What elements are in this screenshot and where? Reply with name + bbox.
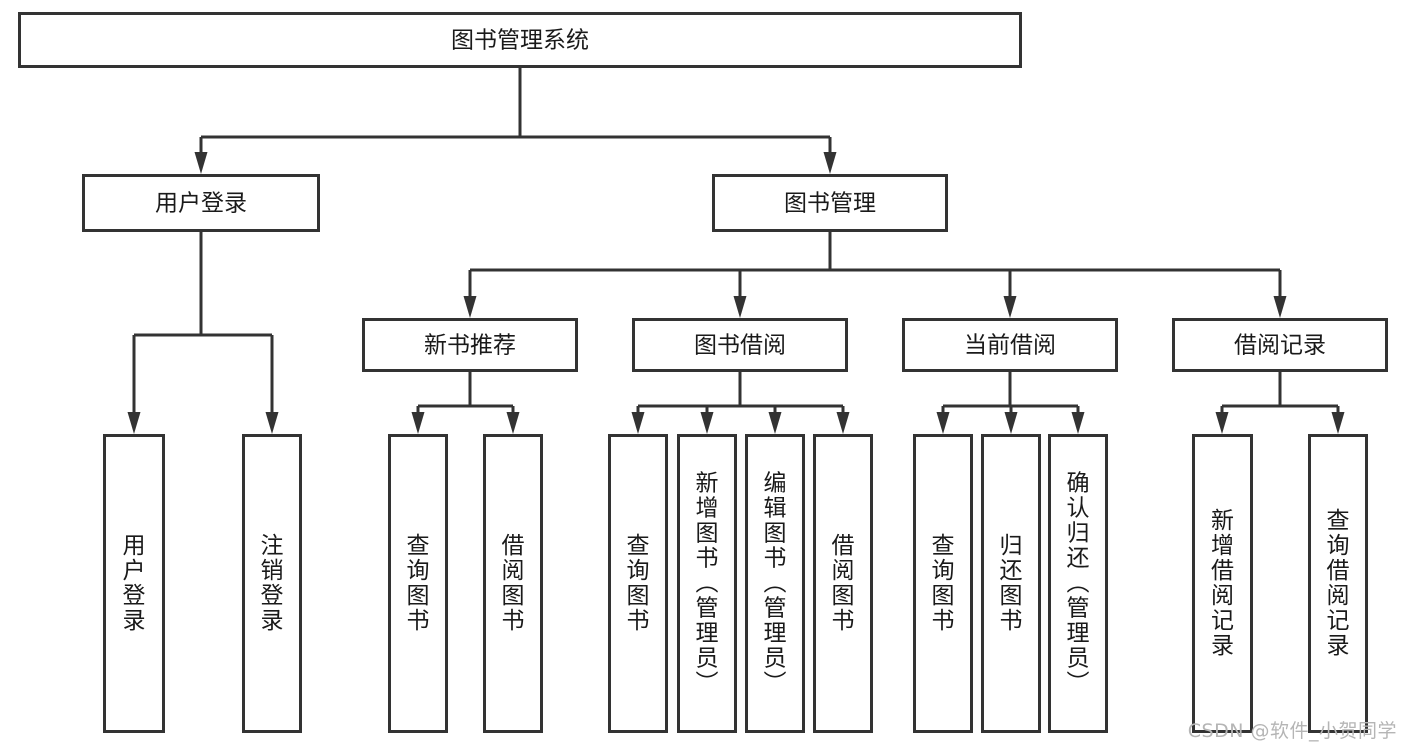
node-label: 借阅图书: [502, 533, 525, 634]
node-leaf-edit-book[interactable]: 编辑图书︵管理员︶: [745, 434, 805, 733]
connector-new-book-recommend: [411, 372, 520, 434]
node-box[interactable]: [242, 434, 302, 733]
node-box[interactable]: [483, 434, 543, 733]
node-layer: 图书管理系统用户登录图书管理新书推荐图书借阅当前借阅借阅记录用户登录注销登录查询…: [18, 12, 1388, 733]
node-new-book-recommend[interactable]: 新书推荐: [362, 318, 578, 372]
node-book-borrow[interactable]: 图书借阅: [632, 318, 848, 372]
node-box[interactable]: [82, 174, 320, 232]
arrow-head-icon: [823, 152, 837, 174]
arrow-head-icon: [1331, 412, 1345, 434]
node-box[interactable]: [1172, 318, 1388, 372]
node-box[interactable]: [1192, 434, 1253, 733]
node-leaf-query-record[interactable]: 查询借阅记录: [1308, 434, 1368, 733]
node-book-manage[interactable]: 图书管理: [712, 174, 948, 232]
node-label: 用户登录: [155, 191, 247, 217]
connector-current-borrow: [936, 372, 1085, 434]
arrow-head-icon: [265, 412, 279, 434]
node-user-login[interactable]: 用户登录: [82, 174, 320, 232]
arrow-head-icon: [700, 412, 714, 434]
node-label: 查询图书: [407, 533, 430, 634]
node-leaf-borrow-book-1[interactable]: 借阅图书: [483, 434, 543, 733]
arrow-head-icon: [631, 412, 645, 434]
arrow-head-icon: [836, 412, 850, 434]
node-borrow-record[interactable]: 借阅记录: [1172, 318, 1388, 372]
node-leaf-logout[interactable]: 注销登录: [242, 434, 302, 733]
arrow-head-icon: [194, 152, 208, 174]
connector-layer: [127, 68, 1345, 434]
connector-root: [194, 68, 837, 174]
arrow-head-icon: [733, 296, 747, 318]
connector-book-borrow: [631, 372, 850, 434]
node-label: 当前借阅: [964, 333, 1056, 359]
node-box[interactable]: [902, 318, 1118, 372]
node-box[interactable]: [745, 434, 805, 733]
arrow-head-icon: [1003, 296, 1017, 318]
node-label: 编辑图书︵管理员︶: [764, 471, 787, 697]
node-label: 查询借阅记录: [1327, 508, 1350, 659]
node-label: 图书管理系统: [451, 28, 589, 54]
node-label: 图书管理: [784, 191, 876, 217]
node-box[interactable]: [103, 434, 165, 733]
node-label: 图书借阅: [694, 333, 786, 359]
node-box[interactable]: [981, 434, 1041, 733]
node-label: 用户登录: [123, 533, 146, 634]
node-leaf-add-record[interactable]: 新增借阅记录: [1192, 434, 1253, 733]
node-box[interactable]: [632, 318, 848, 372]
arrow-head-icon: [463, 296, 477, 318]
node-box[interactable]: [813, 434, 873, 733]
node-box[interactable]: [913, 434, 973, 733]
node-box[interactable]: [362, 318, 578, 372]
node-label: 归还图书: [1000, 533, 1023, 634]
node-leaf-query-book-3[interactable]: 查询图书: [913, 434, 973, 733]
arrow-head-icon: [127, 412, 141, 434]
node-leaf-query-book-1[interactable]: 查询图书: [388, 434, 448, 733]
node-box[interactable]: [677, 434, 737, 733]
connector-user-login: [127, 232, 279, 434]
node-box[interactable]: [608, 434, 668, 733]
node-label: 新增借阅记录: [1211, 508, 1234, 659]
node-box[interactable]: [1048, 434, 1108, 733]
node-leaf-query-book-2[interactable]: 查询图书: [608, 434, 668, 733]
node-box[interactable]: [388, 434, 448, 733]
arrow-head-icon: [1004, 412, 1018, 434]
node-label: 注销登录: [261, 533, 284, 634]
node-label: 查询图书: [627, 533, 650, 634]
node-box[interactable]: [18, 12, 1022, 68]
node-box[interactable]: [712, 174, 948, 232]
node-leaf-return-book[interactable]: 归还图书: [981, 434, 1041, 733]
arrow-head-icon: [1071, 412, 1085, 434]
node-label: 新书推荐: [424, 333, 516, 359]
node-root[interactable]: 图书管理系统: [18, 12, 1022, 68]
node-leaf-add-book[interactable]: 新增图书︵管理员︶: [677, 434, 737, 733]
connector-borrow-record: [1215, 372, 1345, 434]
node-label: 确认归还︵管理员︶: [1067, 471, 1090, 697]
node-leaf-borrow-book-2[interactable]: 借阅图书: [813, 434, 873, 733]
arrow-head-icon: [768, 412, 782, 434]
node-current-borrow[interactable]: 当前借阅: [902, 318, 1118, 372]
arrow-head-icon: [936, 412, 950, 434]
node-label: 查询图书: [932, 533, 955, 634]
connector-book-manage: [463, 232, 1287, 318]
node-label: 新增图书︵管理员︶: [696, 471, 719, 697]
arrow-head-icon: [1215, 412, 1229, 434]
arrow-head-icon: [411, 412, 425, 434]
node-label: 借阅记录: [1234, 333, 1326, 359]
node-leaf-confirm-return[interactable]: 确认归还︵管理员︶: [1048, 434, 1108, 733]
node-leaf-user-login[interactable]: 用户登录: [103, 434, 165, 733]
node-box[interactable]: [1308, 434, 1368, 733]
node-label: 借阅图书: [832, 533, 855, 634]
arrow-head-icon: [506, 412, 520, 434]
arrow-head-icon: [1273, 296, 1287, 318]
